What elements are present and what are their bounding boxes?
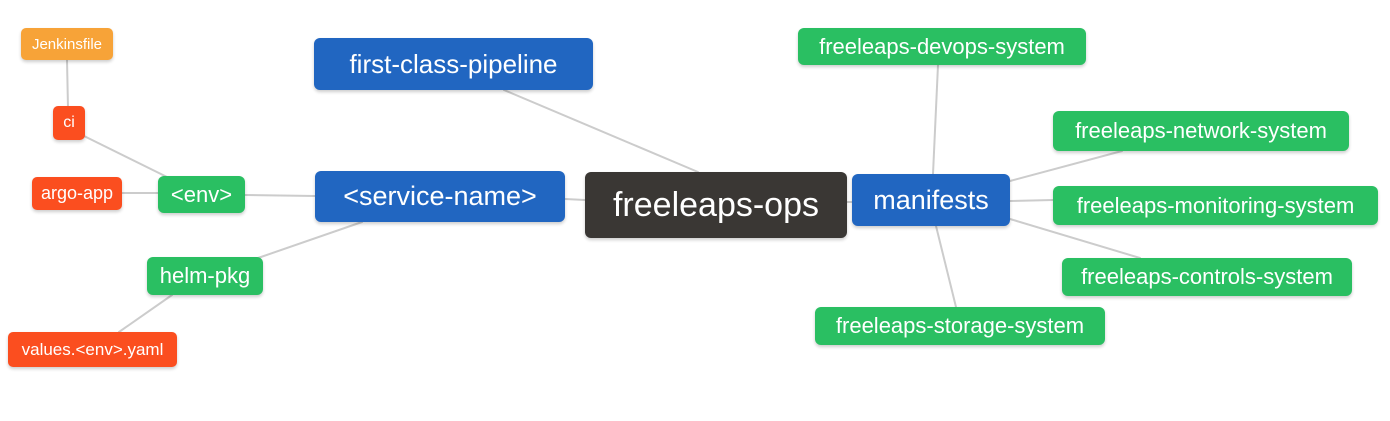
edge-manifests-controls <box>1009 218 1141 259</box>
node-freeleaps-controls-system[interactable]: freeleaps-controls-system <box>1062 258 1352 296</box>
edge-pipeline-freeleaps-ops <box>503 89 699 173</box>
node-freeleaps-devops-system-label: freeleaps-devops-system <box>819 33 1065 59</box>
edge-env-service-name <box>244 194 316 197</box>
node-values-env-yaml-label: values.<env>.yaml <box>21 339 164 359</box>
edge-service-name-helm-pkg <box>257 221 363 259</box>
node-helm-pkg[interactable]: helm-pkg <box>147 257 263 295</box>
edge-manifests-devops <box>932 64 939 175</box>
node-freeleaps-network-system-label: freeleaps-network-system <box>1075 118 1327 143</box>
node-freeleaps-monitoring-system-label: freeleaps-monitoring-system <box>1076 192 1355 218</box>
node-service-name[interactable]: <service-name> <box>315 171 565 222</box>
node-jenkinsfile-label: Jenkinsfile <box>31 35 103 53</box>
node-helm-pkg-label: helm-pkg <box>159 263 251 288</box>
edge-ci-env <box>83 135 168 178</box>
node-freeleaps-devops-system[interactable]: freeleaps-devops-system <box>798 28 1086 65</box>
node-freeleaps-ops-root[interactable]: freeleaps-ops <box>585 172 847 238</box>
edge-manifests-monitoring <box>1009 199 1054 202</box>
edge-manifests-storage <box>935 225 957 308</box>
node-first-class-pipeline[interactable]: first-class-pipeline <box>314 38 593 90</box>
node-argo-app-label: argo-app <box>40 183 114 203</box>
node-env-label: <env> <box>170 181 233 207</box>
node-ci-label: ci <box>63 114 75 131</box>
edge-helm-pkg-values <box>118 294 173 333</box>
node-manifests[interactable]: manifests <box>852 174 1010 226</box>
node-freeleaps-storage-system-label: freeleaps-storage-system <box>835 313 1085 338</box>
edge-jenkinsfile-ci <box>66 59 69 109</box>
node-jenkinsfile[interactable]: Jenkinsfile <box>21 28 113 60</box>
node-freeleaps-controls-system-label: freeleaps-controls-system <box>1081 264 1333 289</box>
node-freeleaps-ops-label: freeleaps-ops <box>612 185 819 224</box>
node-freeleaps-network-system[interactable]: freeleaps-network-system <box>1053 111 1349 151</box>
edge-service-name-ops <box>564 198 586 201</box>
node-ci[interactable]: ci <box>53 106 85 140</box>
node-first-class-pipeline-label: first-class-pipeline <box>349 48 558 79</box>
node-freeleaps-storage-system[interactable]: freeleaps-storage-system <box>815 307 1105 345</box>
node-env[interactable]: <env> <box>158 176 245 213</box>
node-values-env-yaml[interactable]: values.<env>.yaml <box>8 332 177 367</box>
node-manifests-label: manifests <box>873 184 989 215</box>
node-freeleaps-monitoring-system[interactable]: freeleaps-monitoring-system <box>1053 186 1378 225</box>
edge-manifests-network <box>1009 150 1123 182</box>
node-service-name-label: <service-name> <box>343 181 537 211</box>
node-argo-app[interactable]: argo-app <box>32 177 122 210</box>
